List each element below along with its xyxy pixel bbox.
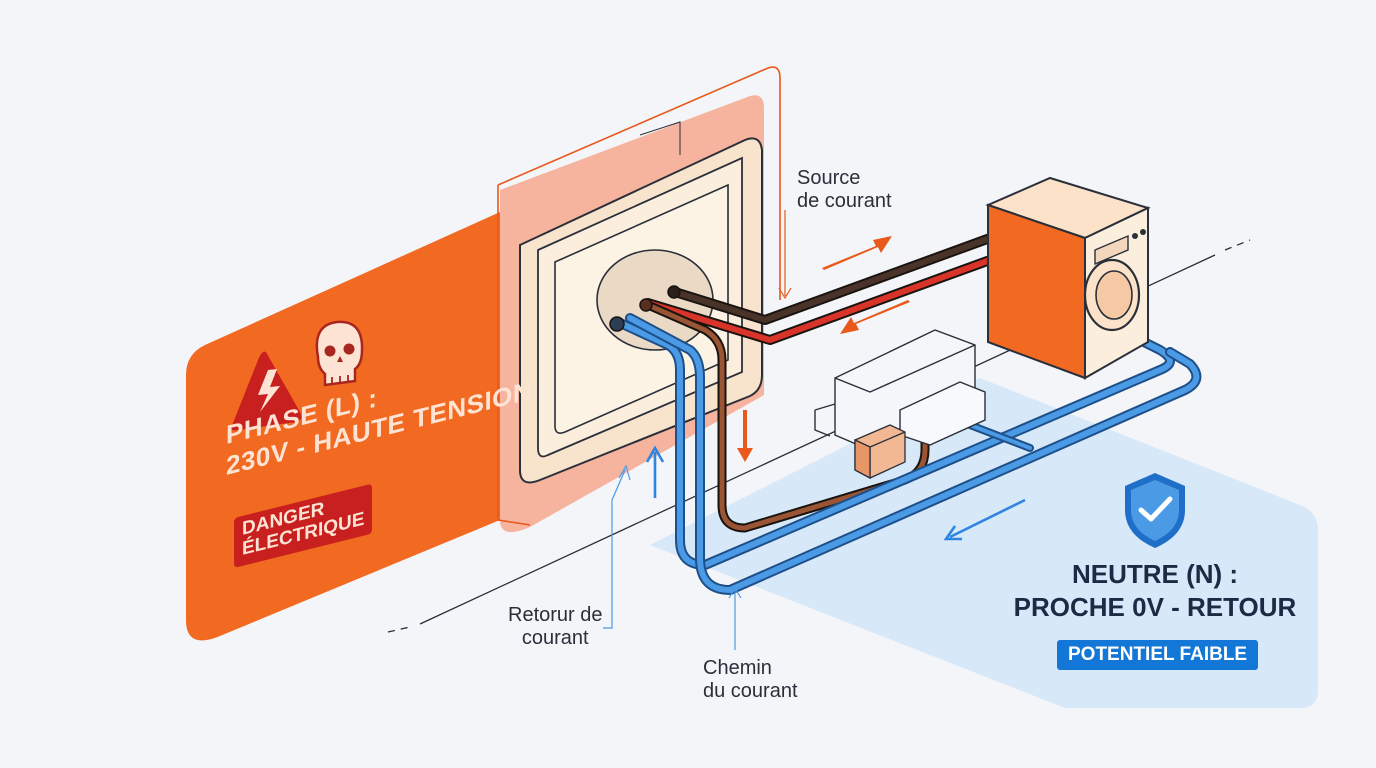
neutral-zone-panel: [650, 378, 1318, 708]
callout-lines: [603, 210, 792, 650]
arrow-up-right: [822, 236, 892, 270]
flow-arrows-phase: [737, 236, 910, 462]
wire-black-core: [672, 235, 993, 323]
neutre-title-line1: NEUTRE (N) :: [1071, 559, 1239, 589]
arrow-left: [943, 498, 1026, 541]
wires: [613, 233, 1202, 595]
outlet-outline-frame: [497, 66, 781, 526]
junction-box: [814, 329, 986, 451]
retour-label-line1: Retorur de: [508, 604, 603, 626]
source-label: Source de courant: [797, 167, 892, 213]
terminal-block: [854, 424, 906, 480]
retour-label-line2: courant: [521, 627, 589, 649]
arrow-down-left: [840, 300, 910, 334]
source-label-line2: de courant: [797, 190, 892, 212]
retour-label: Retorur de courant: [508, 604, 603, 650]
source-label-line1: Source: [797, 167, 861, 189]
wire-red-core: [645, 257, 993, 343]
washing-machine-icon: [985, 176, 1151, 380]
lightning-warning-icon: [231, 351, 302, 431]
arrow-up: [645, 445, 665, 498]
neutre-title: NEUTRE (N) : PROCHE 0V - RETOUR: [1010, 558, 1300, 624]
potentiel-faible-badge: POTENTIEL FAIBLE: [1057, 640, 1259, 670]
skull-icon: [315, 320, 364, 387]
chemin-label-line1: Chemin: [703, 657, 772, 679]
chemin-label: Chemin du courant: [703, 657, 798, 703]
chemin-label-line2: du courant: [703, 680, 798, 702]
neutre-title-line2: PROCHE 0V - RETOUR: [1013, 592, 1297, 622]
arrow-down: [737, 410, 753, 462]
shield-check-icon: [1125, 473, 1185, 548]
flow-arrows-neutral: [645, 445, 1026, 541]
socket-holes: [609, 285, 681, 332]
